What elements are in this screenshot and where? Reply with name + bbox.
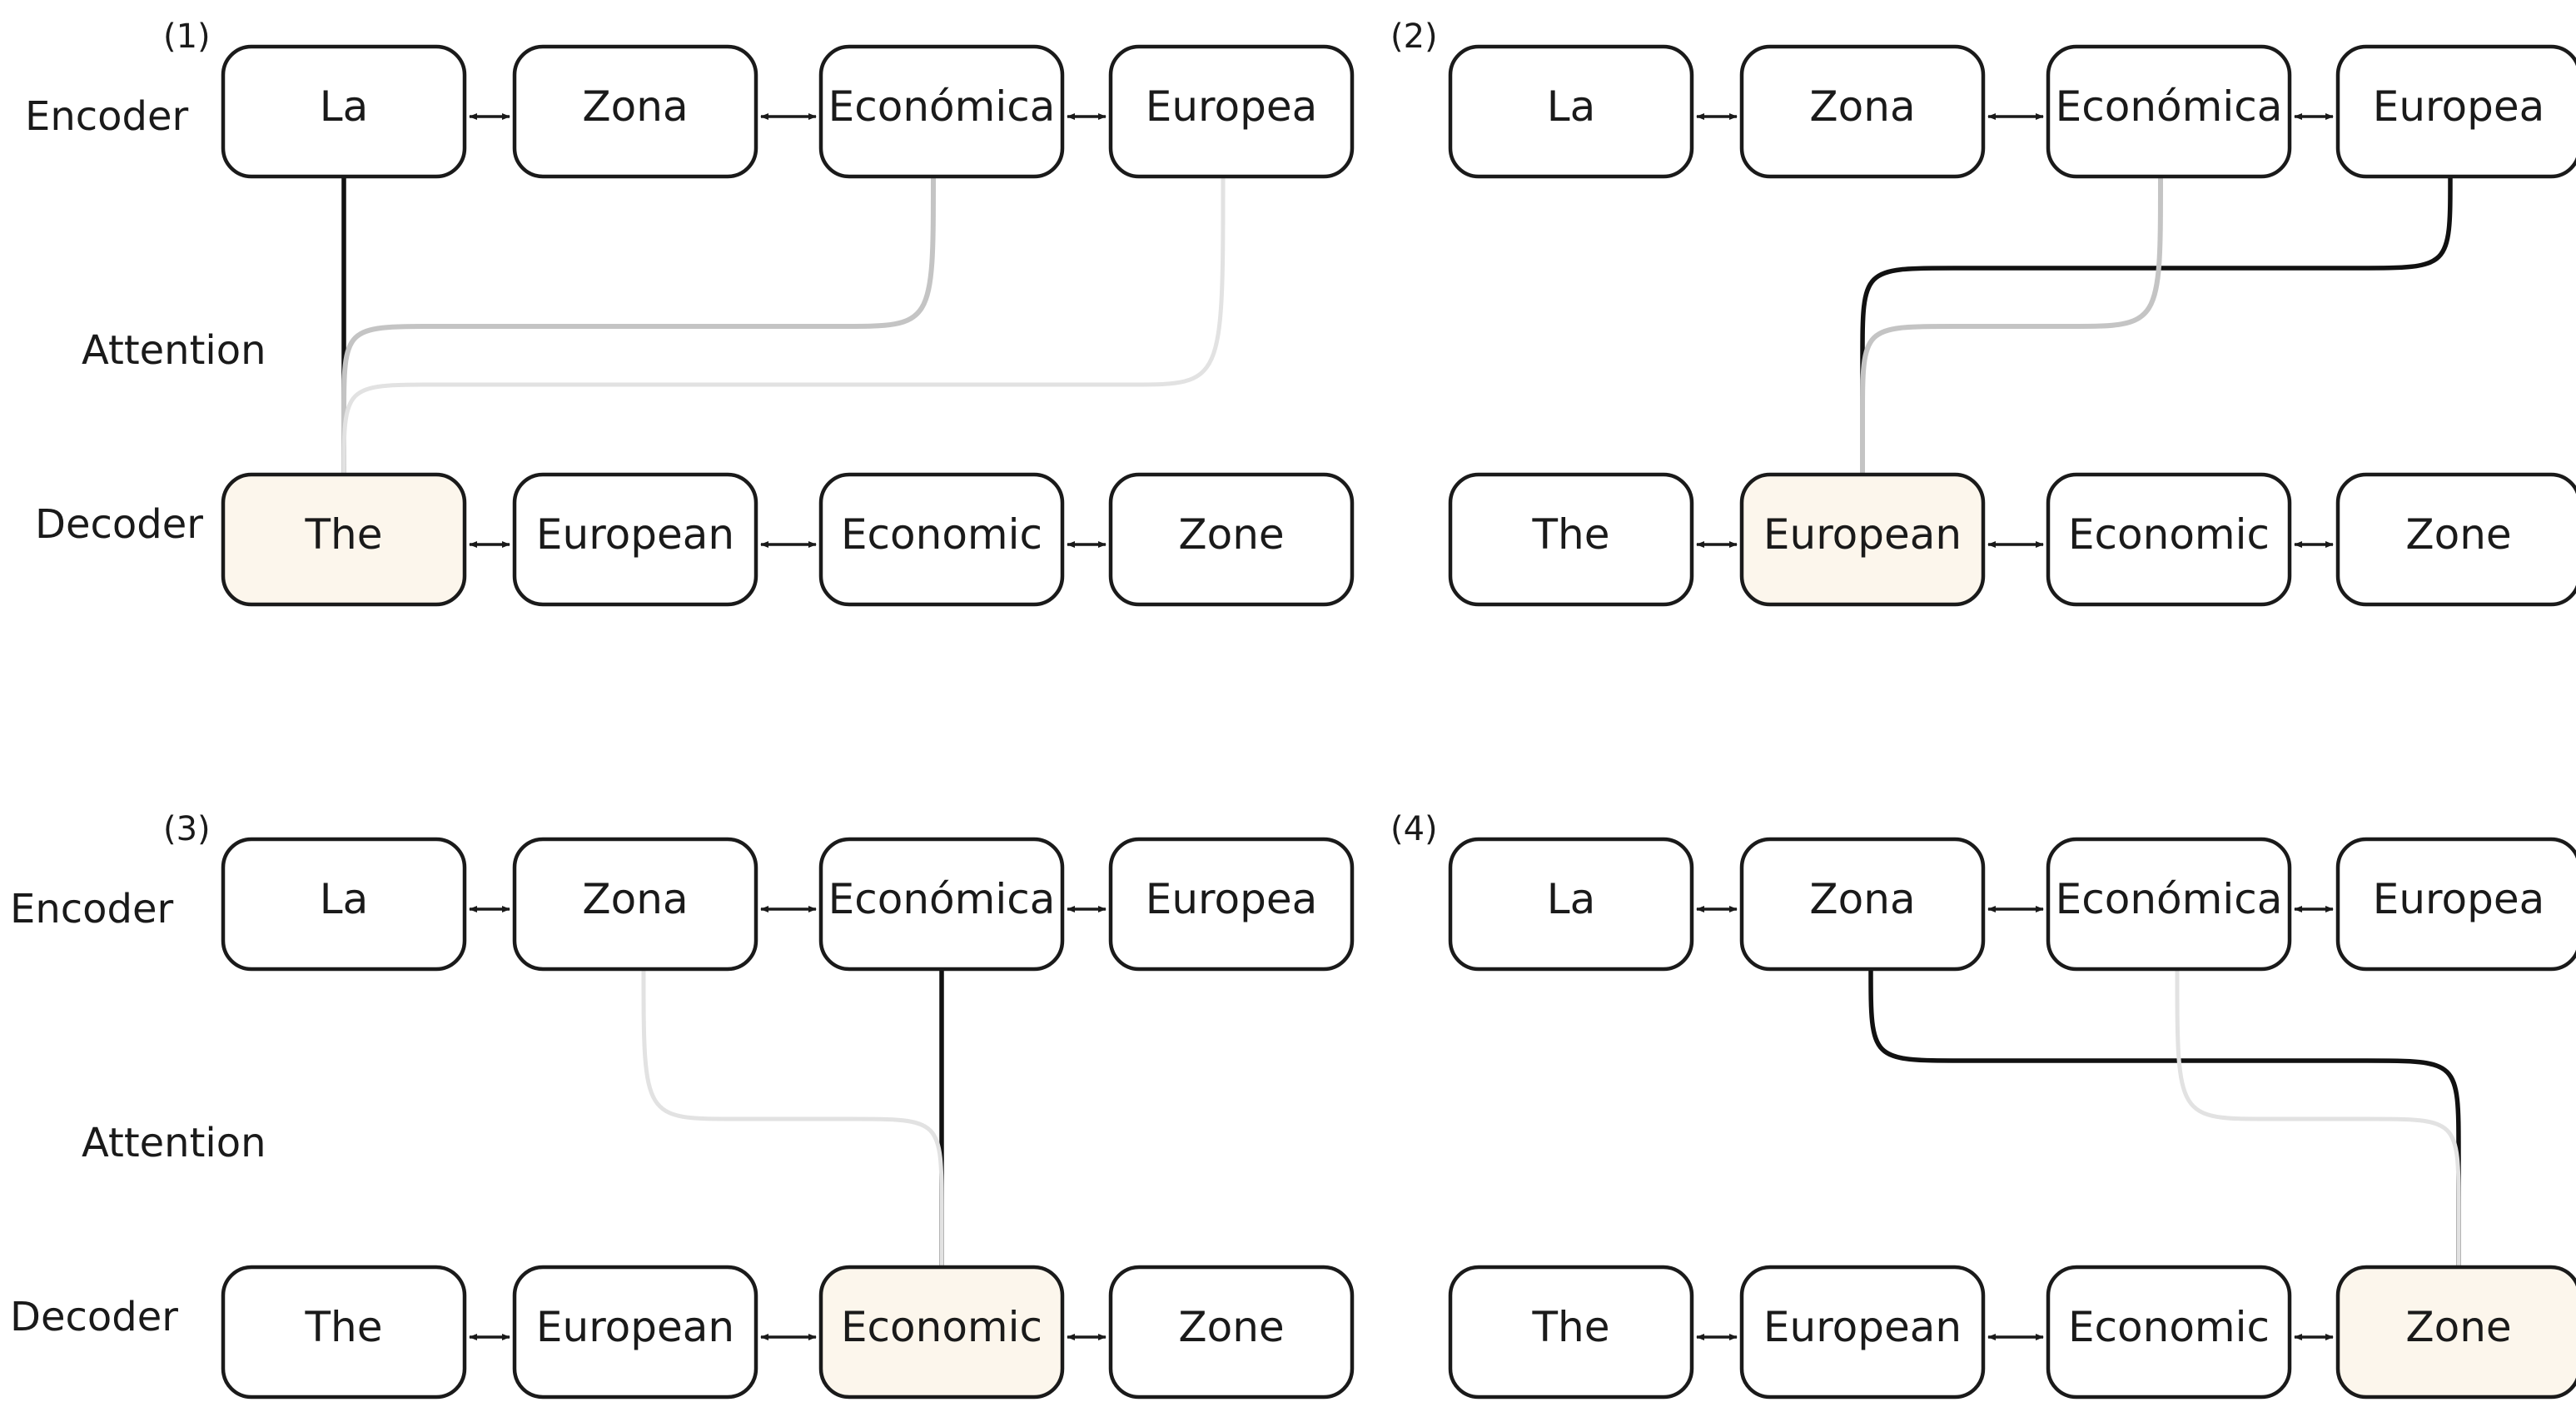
attention-link-strong: [1860, 174, 2453, 477]
decoder-token-label: European: [536, 510, 734, 559]
decoder-token-label: Economic: [2068, 1303, 2270, 1351]
encoder-token-label: La: [320, 875, 369, 923]
encoder-token-box: Económica: [818, 44, 1065, 179]
decoder-token-box: Zone: [1108, 472, 1355, 607]
encoder-token-label: La: [320, 82, 369, 131]
attention-label: Attention: [82, 1120, 266, 1166]
encoder-token-box: La: [221, 44, 467, 179]
decoder-token-label: The: [305, 510, 383, 559]
attention-link-weak: [2175, 967, 2461, 1270]
decoder-token-box: Economic: [2046, 1265, 2292, 1400]
decoder-token-box: European: [512, 1265, 758, 1400]
encoder-token-box: Económica: [2046, 837, 2292, 972]
decoder-label: Decoder: [35, 501, 203, 548]
encoder-label: Encoder: [10, 886, 174, 932]
encoder-token-label: Económica: [828, 82, 1056, 131]
decoder-token-label: Economic: [841, 510, 1042, 559]
encoder-token-label: Económica: [2056, 875, 2283, 923]
decoder-token-box: Economic: [2046, 472, 2292, 607]
encoder-token-label: Europea: [1146, 82, 1317, 131]
decoder-token-box-highlighted: European: [1739, 472, 1986, 607]
encoder-token-label: La: [1547, 82, 1596, 131]
encoder-token-label: La: [1547, 875, 1596, 923]
attention-link-weak: [641, 967, 944, 1270]
decoder-label: Decoder: [10, 1294, 178, 1340]
attention-link-strong: [1868, 967, 2461, 1270]
decoder-token-box: Zone: [1108, 1265, 1355, 1400]
encoder-token-box: Europea: [2335, 44, 2576, 179]
decoder-token-box: Zone: [2335, 472, 2576, 607]
decoder-token-box: The: [1448, 1265, 1694, 1400]
encoder-token-box: Zona: [1739, 837, 1986, 972]
decoder-token-label: Zone: [2405, 1303, 2511, 1351]
attention-label: Attention: [82, 327, 266, 374]
decoder-token-label: Zone: [1178, 1303, 1284, 1351]
decoder-token-label: The: [1532, 510, 1610, 559]
encoder-token-box: Zona: [1739, 44, 1986, 179]
decoder-token-box: The: [221, 1265, 467, 1400]
encoder-token-box: Económica: [2046, 44, 2292, 179]
encoder-token-box: Europea: [2335, 837, 2576, 972]
attention-link-weak: [341, 174, 1226, 477]
encoder-label: Encoder: [25, 93, 189, 140]
decoder-token-box: European: [512, 472, 758, 607]
decoder-token-box: European: [1739, 1265, 1986, 1400]
encoder-token-box: La: [1448, 44, 1694, 179]
decoder-token-box-highlighted: The: [221, 472, 467, 607]
encoder-token-box: Europea: [1108, 837, 1355, 972]
decoder-token-label: The: [305, 1303, 383, 1351]
decoder-token-label: European: [1763, 1303, 1962, 1351]
encoder-token-box: La: [221, 837, 467, 972]
decoder-token-label: European: [1763, 510, 1962, 559]
encoder-token-label: Zona: [582, 82, 688, 131]
decoder-token-box-highlighted: Zone: [2335, 1265, 2576, 1400]
encoder-token-label: Económica: [828, 875, 1056, 923]
decoder-token-box: Economic: [818, 472, 1065, 607]
decoder-token-label: Economic: [2068, 510, 2270, 559]
panel-label: (3): [163, 810, 211, 848]
decoder-token-label: Economic: [841, 1303, 1042, 1351]
decoder-token-box-highlighted: Economic: [818, 1265, 1065, 1400]
decoder-token-label: European: [536, 1303, 734, 1351]
encoder-token-label: Zona: [1809, 875, 1915, 923]
decoder-token-label: Zone: [2405, 510, 2511, 559]
panel-label: (1): [163, 17, 211, 56]
encoder-token-label: Europea: [1146, 875, 1317, 923]
decoder-token-label: Zone: [1178, 510, 1284, 559]
attention-link-medium: [1860, 174, 2163, 477]
encoder-token-label: Europea: [2373, 82, 2544, 131]
decoder-token-label: The: [1532, 1303, 1610, 1351]
attention-link-medium: [341, 174, 936, 477]
encoder-token-label: Europea: [2373, 875, 2544, 923]
encoder-token-label: Zona: [1809, 82, 1915, 131]
decoder-token-box: The: [1448, 472, 1694, 607]
encoder-token-label: Económica: [2056, 82, 2283, 131]
panel-label: (2): [1390, 17, 1438, 56]
encoder-token-box: Zona: [512, 837, 758, 972]
encoder-token-label: Zona: [582, 875, 688, 923]
encoder-token-box: Europea: [1108, 44, 1355, 179]
encoder-token-box: Económica: [818, 837, 1065, 972]
panel-label: (4): [1390, 810, 1438, 848]
encoder-token-box: Zona: [512, 44, 758, 179]
encoder-token-box: La: [1448, 837, 1694, 972]
